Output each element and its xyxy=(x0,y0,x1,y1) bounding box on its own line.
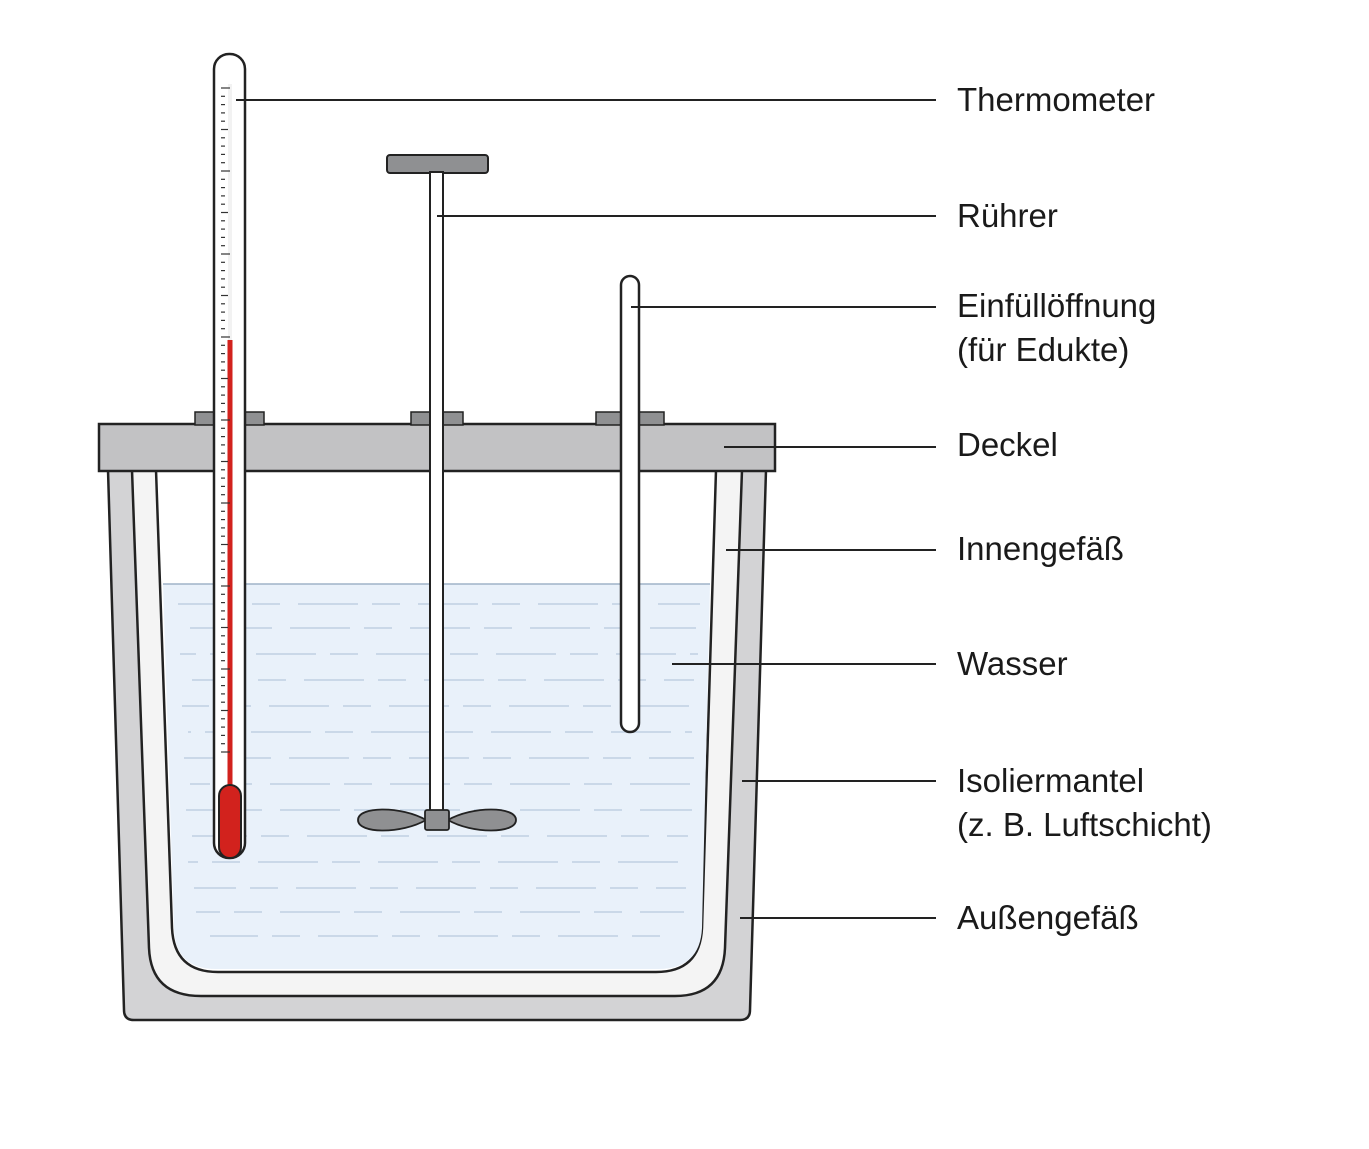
label-insulation-text: Isoliermantel xyxy=(957,762,1145,799)
label-inner-vessel-text: Innengefäß xyxy=(957,530,1124,567)
thermometer-mercury-column xyxy=(227,340,233,800)
label-filling-opening-text: Einfüllöffnung xyxy=(957,287,1157,324)
thermometer-scale xyxy=(221,87,230,753)
stirrer-handle xyxy=(386,154,489,174)
label-thermometer: Thermometer xyxy=(957,78,1155,122)
label-water-text: Wasser xyxy=(957,645,1068,682)
label-lid-text: Deckel xyxy=(957,426,1058,463)
thermometer-bulb xyxy=(218,784,242,859)
filling-tube xyxy=(619,274,641,734)
label-water: Wasser xyxy=(957,642,1068,686)
label-filling-opening: Einfüllöffnung (für Edukte) xyxy=(957,284,1156,372)
stirrer xyxy=(357,154,517,832)
stirrer-blade-left xyxy=(357,808,428,832)
label-outer-vessel: Außengefäß xyxy=(957,896,1139,940)
label-insulation: Isoliermantel (z. B. Luftschicht) xyxy=(957,759,1212,847)
label-stirrer: Rührer xyxy=(957,194,1058,238)
stirrer-hub xyxy=(424,809,450,831)
leader-lines xyxy=(236,99,936,919)
label-lid: Deckel xyxy=(957,423,1058,467)
thermometer xyxy=(212,52,247,860)
label-thermometer-text: Thermometer xyxy=(957,81,1156,118)
stirrer-shaft xyxy=(429,171,444,813)
label-filling-opening-note: (für Edukte) xyxy=(957,331,1130,368)
stirrer-blade-right xyxy=(446,808,517,832)
label-stirrer-text: Rührer xyxy=(957,197,1058,234)
label-outer-vessel-text: Außengefäß xyxy=(957,899,1139,936)
label-inner-vessel: Innengefäß xyxy=(957,527,1124,571)
label-insulation-note: (z. B. Luftschicht) xyxy=(957,806,1212,843)
